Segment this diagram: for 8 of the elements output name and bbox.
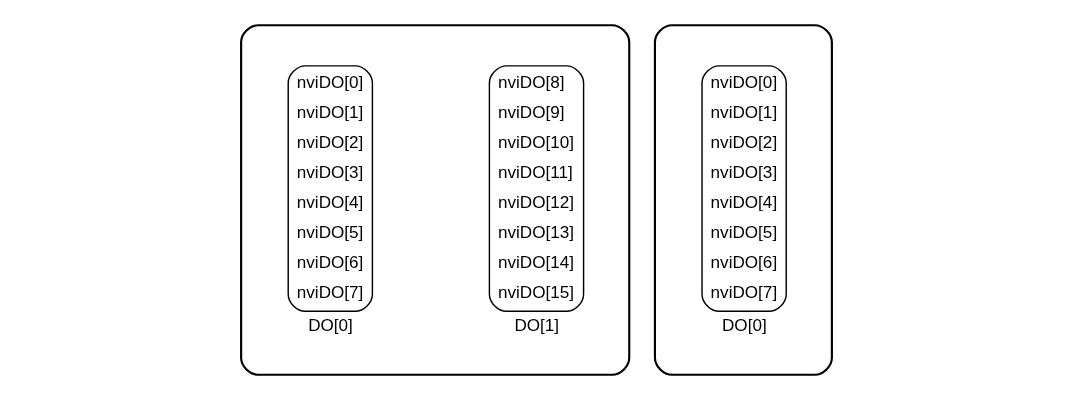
node-label: DO[0] [308,315,353,335]
cluster [653,24,833,376]
cluster [240,24,631,376]
node-label: DO[0] [722,315,767,335]
node-box: nviDO[0] nviDO[1] nviDO[2] nviDO[3] nviDO[4] nviDO[5] nviDO[6] nviDO[7] [701,65,787,312]
node-label: DO[1] [514,315,560,335]
node-box: nviDO[8] nviDO[9] nviDO[10] nviDO[11] nviDO[12] nviDO[13] nviDO[14] nviDO[15] [488,65,585,312]
node-box: nviDO[0] nviDO[1] nviDO[2] nviDO[3] nviDO[4] nviDO[5] nviDO[6] nviDO[7] [287,65,374,312]
